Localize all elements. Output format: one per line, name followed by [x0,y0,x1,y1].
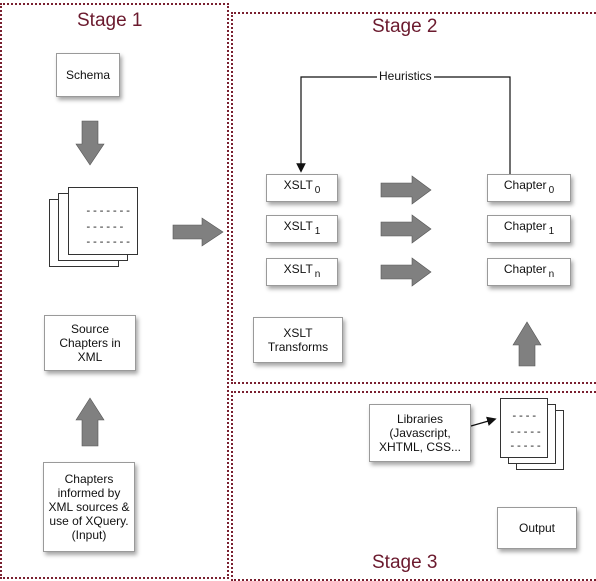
schema-label: Schema [65,68,111,82]
xslt-1-subscript: 1 [314,226,321,237]
source-doc-front: ------- ------ ------- [68,187,138,255]
schema-box: Schema [56,53,120,97]
stage-2-title: Stage 2 [372,16,438,37]
chapter-1-subscript: 1 [548,226,555,237]
stage-2-frame [231,12,596,384]
libraries-to-docs-arrow [470,416,497,427]
source-chapters-box: Source Chapters in XML [44,315,136,371]
doc-line-3: ------- [85,235,132,248]
input-chapters-box: Chapters informed by XML sources & use o… [43,462,135,552]
stage-3-title: Stage 3 [372,552,438,573]
arrow-right-row-0 [380,175,432,205]
input-chapters-label: Chapters informed by XML sources & use o… [48,472,130,542]
chapter-0-subscript: 0 [548,185,555,196]
libraries-box: Libraries (Javascript, XHTML, CSS... [369,404,471,462]
output-doc-line-1: ---- [511,409,538,422]
output-box: Output [497,507,577,549]
arrow-right-stage1-to-stage2 [172,217,224,247]
xslt-transforms-label: XSLT Transforms [267,326,329,354]
stage-1-title: Stage 1 [77,10,143,31]
xslt-0-subscript: 0 [314,185,321,196]
doc-line-2: ------ [85,220,125,233]
libraries-label: Libraries (Javascript, XHTML, CSS... [378,412,461,454]
output-doc-front: ---- ----- ----- [500,398,548,458]
heuristics-label: Heuristics [377,69,434,83]
heuristics-loop-line [296,76,511,174]
arrow-right-row-1 [380,214,432,244]
arrow-right-row-n [380,257,432,287]
xslt-n-subscript: n [314,269,321,280]
xslt-transforms-box: XSLT Transforms [253,317,343,363]
doc-line-1: ------- [85,204,132,217]
arrow-up-output [512,321,542,367]
output-doc-line-3: ----- [509,439,543,452]
chapter-n-subscript: n [548,269,555,280]
output-label: Output [518,521,556,535]
arrow-down-schema [75,120,105,166]
source-chapters-label: Source Chapters in XML [59,322,121,364]
arrow-up-input [75,397,105,447]
output-doc-line-2: ----- [509,425,543,438]
